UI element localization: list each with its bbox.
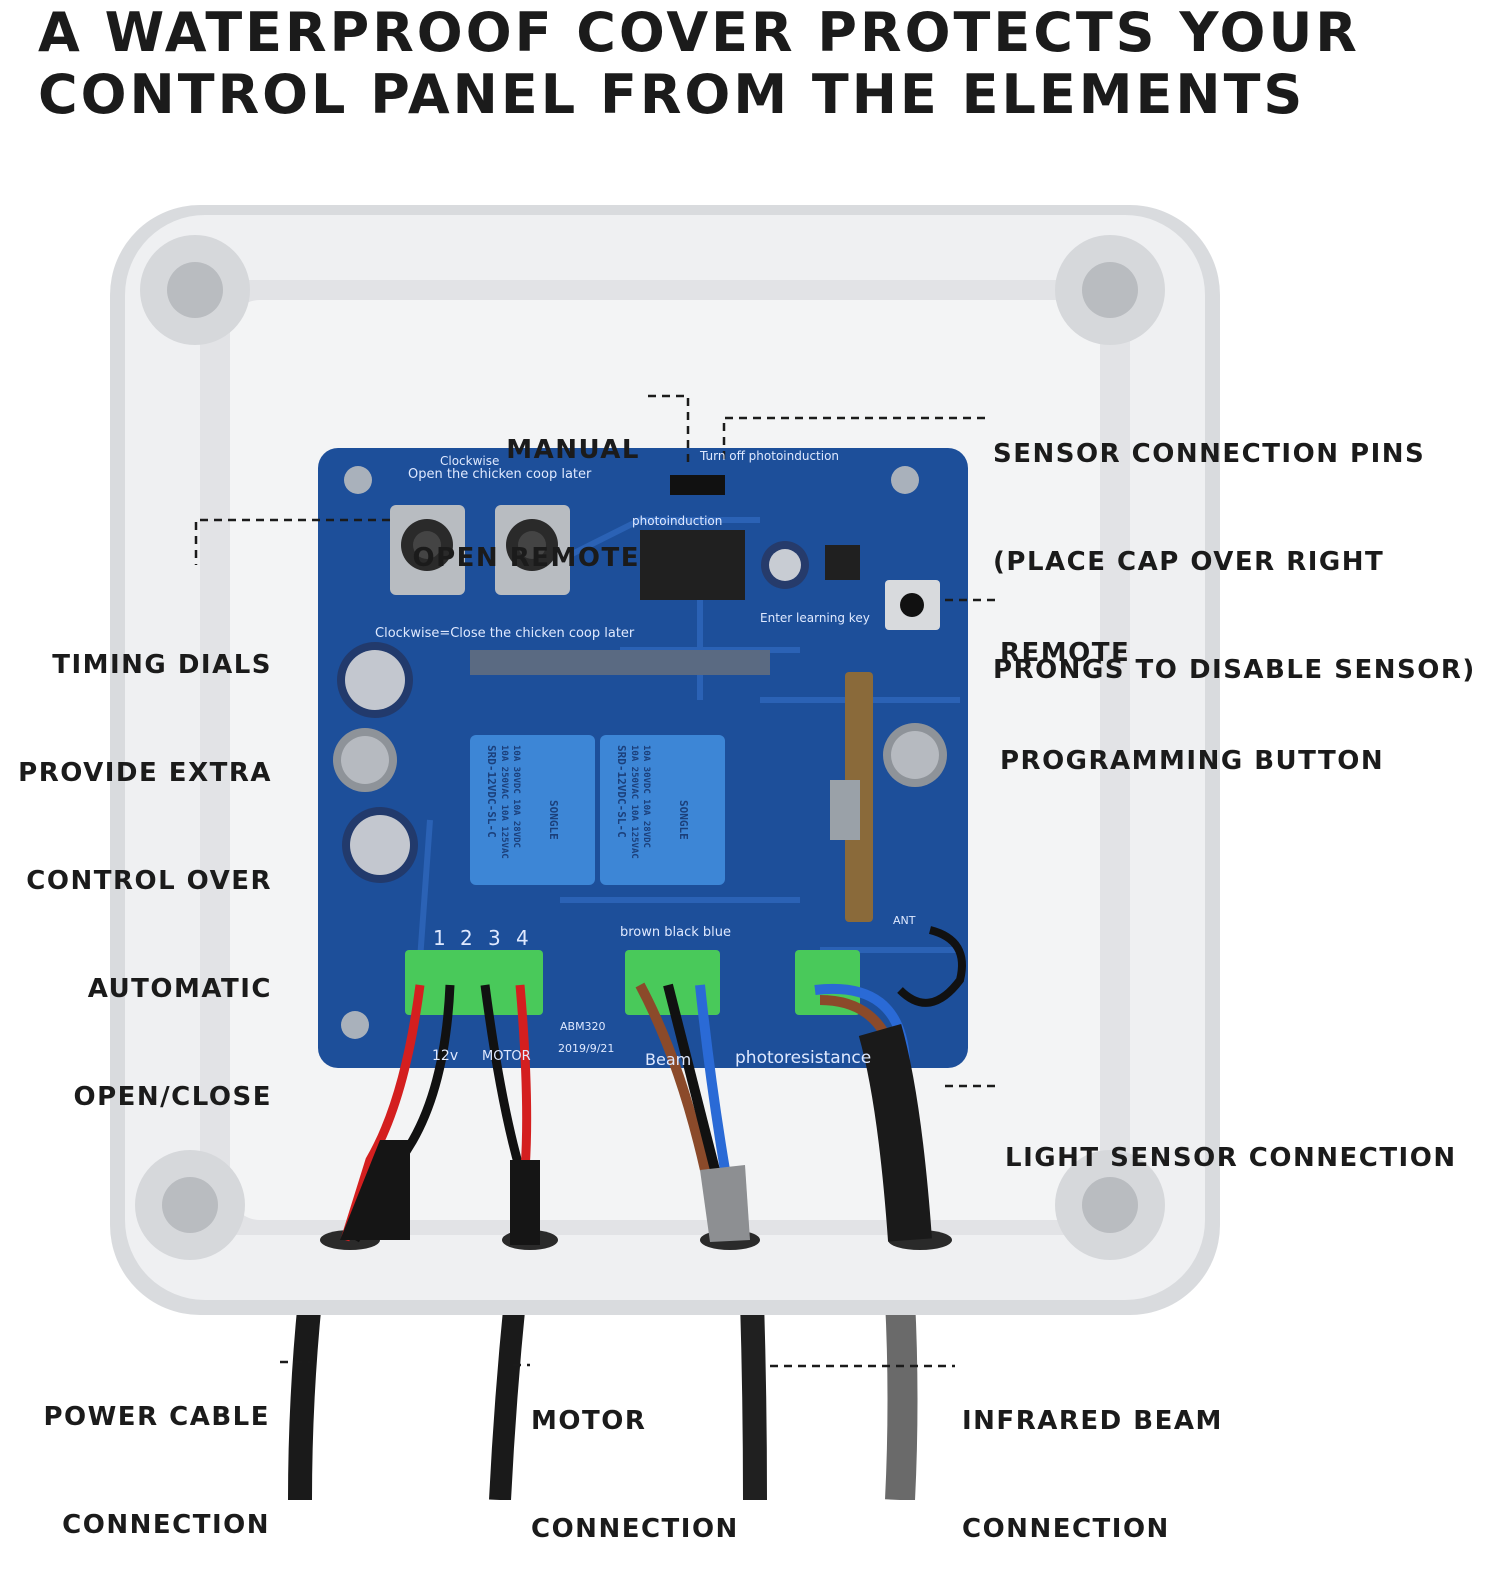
callout-power-cable: POWER CABLE CONNECTION [0,1327,270,1579]
callout-line: REMOTE [1000,638,1131,668]
callout-line: TIMING DIALS [52,650,272,680]
internal-wires [340,926,966,1245]
enclosure-photo: Clockwise Open the chicken coop later Cl… [110,205,1220,1500]
page-title: A WATERPROOF COVER PROTECTS YOUR CONTROL… [38,2,1478,126]
relay-2-rating-a: 10A 250VAC 10A 125VAC [629,745,639,859]
board-model-label: ABM320 [560,1020,606,1033]
board-turn-off-label: Turn off photoinduction [699,449,839,463]
callout-line: OPEN/CLOSE [73,1082,272,1112]
board-12v-label: 12v [432,1048,458,1064]
terminal-number-labels: 1 2 3 4 [433,926,529,950]
board-clockwise-label: Clockwise [440,454,499,468]
relay-2-model: SRD-12VDC-SL-C [615,745,628,838]
callout-manual-open-remote: MANUAL OPEN REMOTE [400,360,640,612]
relay-1-model: SRD-12VDC-SL-C [485,745,498,838]
relay-1-rating-b: 10A 30VDC 10A 28VDC [511,745,521,848]
title-line-1: A WATERPROOF COVER PROTECTS YOUR [38,1,1360,64]
callout-line: INFRARED BEAM [962,1406,1223,1436]
board-open-later-label: Open the chicken coop later [408,467,592,482]
callout-line: AUTOMATIC [87,974,272,1004]
callout-sensor-pins: SENSOR CONNECTION PINS (PLACE CAP OVER R… [993,364,1476,724]
callout-leader-lines [194,394,995,1368]
callout-line: MANUAL [506,435,640,465]
board-date-label: 2019/9/21 [558,1042,614,1055]
callout-line: PROVIDE EXTRA [18,758,272,788]
relay-2-rating-b: 10A 30VDC 10A 28VDC [641,745,651,848]
callout-motor: MOTOR CONNECTION [531,1331,739,1583]
relay-2-brand: SONGLE [677,800,690,840]
callout-line: LIGHT SENSOR CONNECTION [1005,1143,1457,1173]
callout-remote-programming: REMOTE PROGRAMMING BUTTON [1000,563,1384,815]
callout-line: OPEN REMOTE [412,543,640,573]
callout-line: PRONGS TO DISABLE SENSOR) [993,655,1476,685]
board-photoinduction-label: photoinduction [632,514,722,528]
callout-light-sensor: LIGHT SENSOR CONNECTION [1005,1068,1457,1212]
callout-line: SENSOR CONNECTION PINS [993,439,1426,469]
relay-1-rating-a: 10A 250VAC 10A 125VAC [499,745,509,859]
callout-line: CONTROL OVER [26,866,272,896]
board-learning-key-label: Enter learning key [760,611,870,625]
terminal-number: 3 [488,926,501,950]
callout-line: CONNECTION [962,1514,1170,1544]
callout-line: CONNECTION [62,1510,270,1540]
title-line-2: CONTROL PANEL FROM THE ELEMENTS [38,63,1306,126]
board-close-later-label: Clockwise=Close the chicken coop later [375,626,635,641]
terminal-number: 1 [433,926,446,950]
board-beam-wire-label: brown black blue [620,925,731,940]
board-beam-label: Beam [645,1050,691,1069]
terminal-number: 4 [516,926,529,950]
callout-line: (PLACE CAP OVER RIGHT [993,547,1385,577]
board-motor-label: MOTOR [482,1049,531,1064]
terminal-number: 2 [460,926,473,950]
external-cables [288,1298,918,1500]
callout-infrared-beam: INFRARED BEAM CONNECTION [962,1331,1223,1583]
callout-line: PROGRAMMING BUTTON [1000,746,1385,776]
board-ant-label: ANT [893,914,916,927]
callout-line: MOTOR [531,1406,647,1436]
relay-1-brand: SONGLE [547,800,560,840]
callout-line: POWER CABLE [43,1402,270,1432]
circuit-board [318,448,968,1068]
board-photoresistance-label: photoresistance [735,1048,871,1068]
callout-timing-dials: TIMING DIALS PROVIDE EXTRA CONTROL OVER … [0,575,272,1151]
callout-line: CONNECTION [531,1514,739,1544]
